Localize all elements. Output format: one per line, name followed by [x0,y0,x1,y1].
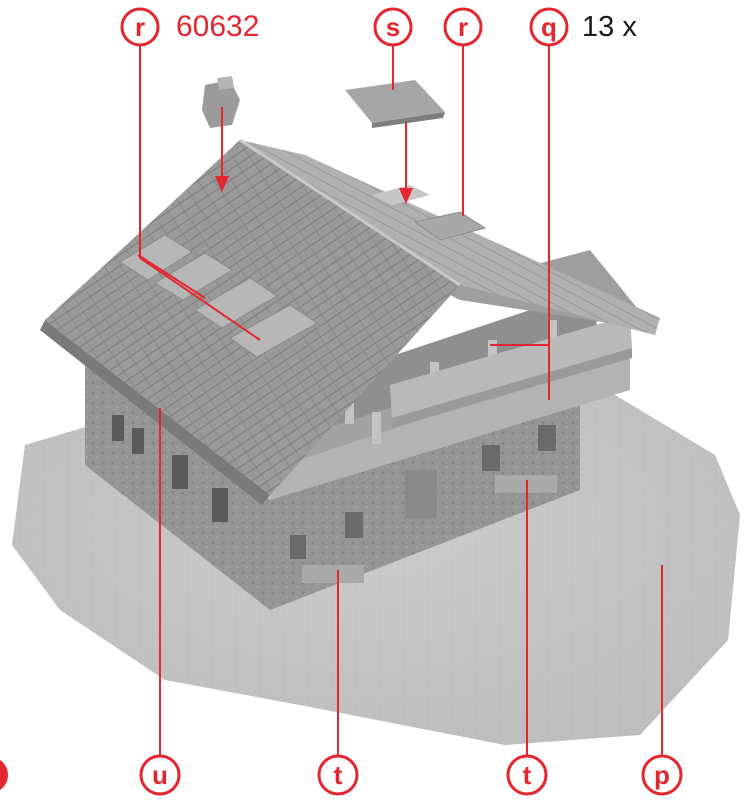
callout-u: u [141,756,179,794]
edge-marker [0,757,8,793]
callout-r-left: r [122,9,158,45]
svg-text:t: t [334,760,343,790]
svg-text:t: t [523,760,532,790]
svg-text:r: r [135,12,145,42]
svg-text:u: u [152,760,168,790]
callout-r-right: r [445,9,481,45]
callout-p: p [643,756,681,794]
flower-box-left [302,565,364,583]
callout-t-right: t [508,756,546,794]
roof-plate-part [345,80,445,128]
door [405,470,437,518]
callout-q: q [531,9,567,45]
svg-text:r: r [458,12,468,42]
svg-text:q: q [541,12,557,42]
svg-text:p: p [654,760,670,790]
part-number-label: 60632 [176,10,259,43]
quantity-label: 13 x [582,11,637,43]
svg-text:s: s [386,12,400,42]
callout-t-left: t [319,756,357,794]
callout-s: s [375,9,411,45]
